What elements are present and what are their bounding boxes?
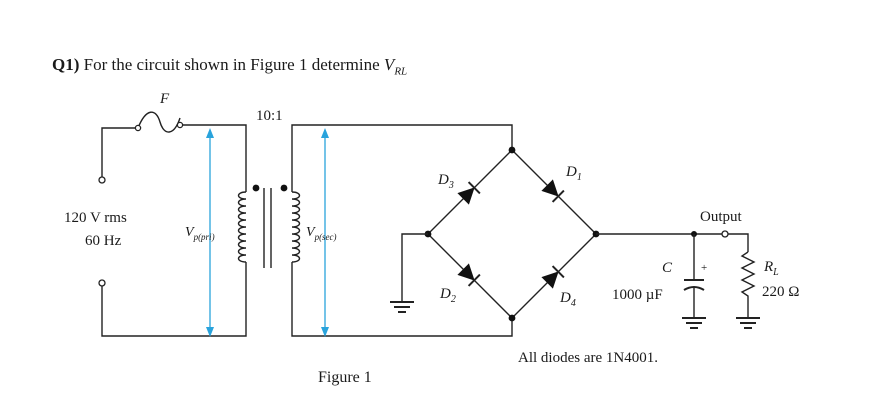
fuse-terminal-left [134,124,142,132]
secondary-wire-top [291,124,513,192]
primary-wire-top [101,127,138,177]
ground-symbol-bridge [390,301,414,313]
vsec-arrowhead-bottom [321,327,329,337]
resistor-value: 220 Ω [762,284,799,300]
vsec-label: Vp(sec) [306,225,337,242]
primary-wire-top-right [183,124,247,192]
fuse-label: F [159,91,170,107]
resistor-label: RL [763,259,779,278]
secondary-wire-bottom [291,262,513,337]
capacitor-value: 1000 µF [612,287,663,303]
question-number: Q1) [52,55,80,74]
capacitor-label: C [662,260,673,276]
ratio-label: 10:1 [256,108,283,124]
source-terminal-bottom [98,279,106,287]
d2-label: D2 [439,286,456,305]
primary-polarity-dot [252,184,260,192]
primary-wire-bottom [101,262,247,337]
d4-label: D4 [559,290,576,309]
question-body: For the circuit shown in Figure 1 determ… [83,55,384,74]
question-text: Q1) For the circuit shown in Figure 1 de… [52,55,407,77]
source-voltage-label: 120 V rms [64,210,127,226]
source-terminal-top [98,176,106,184]
ground-symbol-capacitor [682,317,706,329]
diode-d3 [457,181,481,205]
diode-d2 [457,263,481,287]
vpri-label: Vp(pri) [185,225,215,242]
source-freq-label: 60 Hz [85,233,122,249]
ground-wire [401,233,428,302]
vsec-arrowhead-top [321,128,329,138]
d1-label: D1 [565,164,582,183]
output-terminal [721,230,729,238]
bridge-node-top [508,146,516,154]
capacitor-plus: + [701,262,707,274]
vpri-arrowhead-bottom [206,327,214,337]
output-label: Output [700,209,743,225]
primary-coil [237,191,247,263]
fuse-terminal-right [176,121,184,129]
secondary-polarity-dot [280,184,288,192]
bridge-node-bottom [508,314,516,322]
diodes-note: All diodes are 1N4001. [518,350,658,366]
ground-symbol-resistor [736,317,760,329]
vpri-arrowhead-top [206,128,214,138]
question-symbol: V [383,55,395,74]
diode-d1 [541,179,565,203]
question-symbol-sub: RL [394,65,408,78]
resistor-zigzag [740,251,756,318]
resistor-top-wire [728,233,749,252]
diode-d4 [541,265,565,289]
secondary-coil [291,191,301,263]
d3-label: D3 [437,172,454,191]
fuse-symbol [137,111,181,133]
figure-caption: Figure 1 [318,369,372,386]
